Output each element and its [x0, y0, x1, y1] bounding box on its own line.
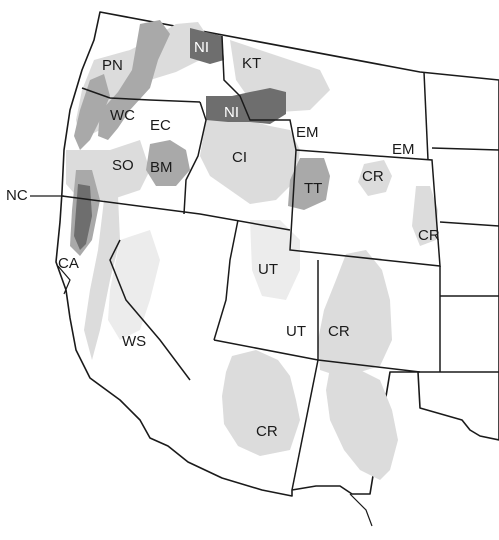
- border-id-west: [183, 101, 207, 215]
- border-wa-or: [81, 87, 201, 103]
- region-pacific-northwest-mid: [98, 20, 170, 140]
- label-ci: CI: [232, 149, 247, 166]
- region-blue-mountains-mid: [146, 140, 190, 186]
- label-ws: WS: [122, 333, 146, 350]
- label-cr-co: CR: [328, 323, 350, 340]
- border-ca-nv: [109, 239, 191, 381]
- label-ca: CA: [58, 255, 79, 272]
- border-plains-2: [439, 221, 499, 227]
- region-ni-mid-dark: [206, 88, 286, 124]
- label-bm: BM: [150, 159, 173, 176]
- label-em-center: EM: [296, 124, 319, 141]
- border-nv-ut: [213, 219, 239, 341]
- label-kt: KT: [242, 55, 261, 72]
- region-ni-north-dark: [190, 28, 224, 64]
- label-tt: TT: [304, 180, 322, 197]
- label-ut-south: UT: [286, 323, 306, 340]
- border-az-nm: [291, 359, 319, 491]
- label-ut-north: UT: [258, 261, 278, 278]
- region-newmexico-cr-light: [326, 368, 398, 480]
- label-ni-mid: NI: [224, 104, 239, 121]
- region-northern-california-dark: [74, 184, 92, 250]
- label-so: SO: [112, 157, 134, 174]
- region-wyoming-cr-light: [358, 160, 392, 196]
- label-cr-east: CR: [418, 227, 440, 244]
- region-arizona-cr-light: [222, 350, 300, 456]
- region-west-cascades-mid: [74, 74, 110, 150]
- label-ec: EC: [150, 117, 171, 134]
- rio-grande-leader: [349, 493, 373, 527]
- border-mt-east: [423, 71, 429, 161]
- region-great-basin-faint: [108, 230, 160, 340]
- ca-leader-line: [57, 265, 71, 295]
- region-utah-faint: [250, 220, 300, 300]
- border-id-mt: [221, 35, 297, 151]
- border-plains-1: [431, 147, 499, 151]
- label-ni-north: NI: [194, 39, 209, 56]
- label-cr-wy: CR: [362, 168, 384, 185]
- label-nc: NC: [6, 187, 28, 204]
- region-teton-mid: [288, 158, 330, 210]
- region-california-coast-light: [84, 196, 120, 360]
- border-or-ca-nv: [61, 195, 291, 231]
- label-em-east: EM: [392, 141, 415, 158]
- region-colorado-cr-light: [318, 250, 392, 376]
- region-east-cr-light: [412, 186, 438, 246]
- label-wc: WC: [110, 107, 135, 124]
- label-cr-az: CR: [256, 423, 278, 440]
- region-idaho-light: [200, 118, 300, 204]
- label-pn: PN: [102, 57, 123, 74]
